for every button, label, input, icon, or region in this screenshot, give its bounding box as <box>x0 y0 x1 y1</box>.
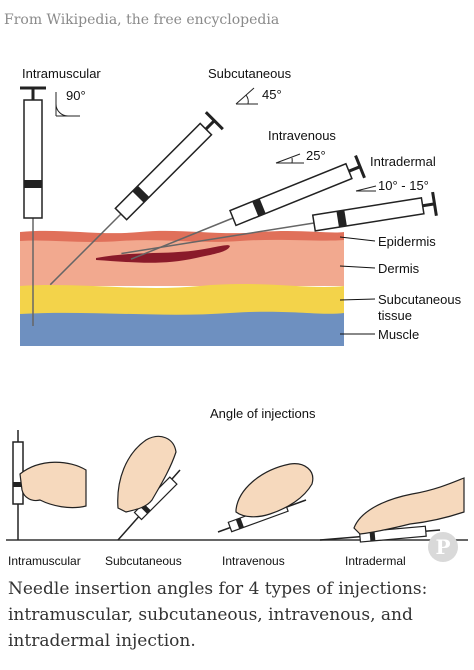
dermis-label: Dermis <box>378 261 420 276</box>
intramuscular-angle-label: 90° <box>66 88 86 103</box>
bottom-label-intramuscular: Intramuscular <box>8 554 81 568</box>
intramuscular-label: Intramuscular <box>22 66 101 81</box>
bottom-label-intravenous: Intravenous <box>222 554 285 568</box>
angle-of-injections-title: Angle of injections <box>210 406 316 421</box>
intradermal-syringe <box>121 191 438 255</box>
source-attribution: From Wikipedia, the free encyclopedia <box>4 12 280 28</box>
subcutaneous-label: Subcutaneous <box>208 66 292 81</box>
bottom-illustration <box>6 430 468 543</box>
bottom-label-intradermal: Intradermal <box>345 554 406 568</box>
intramuscular-hand-syringe <box>12 430 87 540</box>
intradermal-label: Intradermal <box>370 154 436 169</box>
intramuscular-syringe <box>20 86 46 326</box>
intravenous-angle-marker <box>275 153 304 164</box>
layer-pointers <box>339 236 376 335</box>
bottom-label-subcutaneous: Subcutaneous <box>105 554 182 568</box>
pinterest-save-icon[interactable]: P <box>428 532 458 562</box>
intravenous-syringe <box>130 154 366 260</box>
subcutaneous-tissue-label-line1: Subcutaneous <box>378 292 462 307</box>
muscle-layer <box>20 311 344 346</box>
skin-layers <box>20 230 344 346</box>
subcutaneous-tissue-label-line2: tissue <box>378 308 412 323</box>
subcutaneous-hand-syringe <box>117 435 181 541</box>
intradermal-hand-syringe <box>319 477 465 543</box>
intravenous-angle-label: 25° <box>306 148 326 163</box>
muscle-label: Muscle <box>378 327 420 342</box>
intramuscular-angle-marker <box>55 92 80 117</box>
intradermal-angle-marker <box>355 185 377 192</box>
intravenous-hand-syringe <box>217 463 314 533</box>
image-caption: Needle insertion angles for 4 types of i… <box>8 579 428 651</box>
intravenous-label: Intravenous <box>268 128 336 143</box>
epidermis-label: Epidermis <box>378 234 436 249</box>
subcutaneous-syringe <box>49 111 224 286</box>
vein <box>96 245 230 263</box>
intradermal-angle-label: 10° - 15° <box>378 178 429 193</box>
subcutaneous-angle-marker <box>235 87 258 105</box>
subcutaneous-layer <box>20 284 344 316</box>
subcutaneous-angle-label: 45° <box>262 87 282 102</box>
